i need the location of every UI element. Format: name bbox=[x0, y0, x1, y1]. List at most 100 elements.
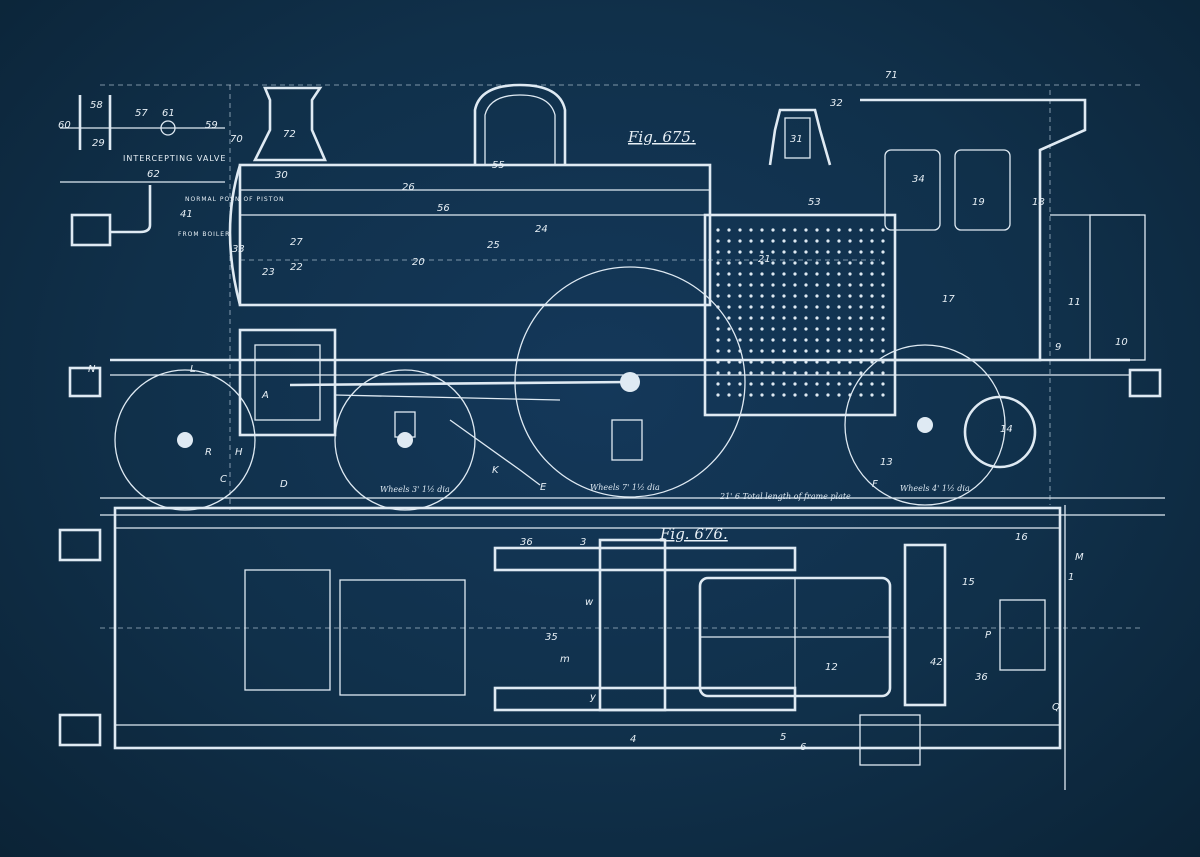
firebox-stay-dot bbox=[870, 294, 874, 298]
part-label: 21 bbox=[758, 254, 771, 265]
part-label: 58 bbox=[90, 100, 103, 111]
firebox-stay-dot bbox=[760, 393, 764, 397]
front-wheels-dimension: Wheels 3' 1½ dia bbox=[380, 485, 450, 494]
firebox-stay-dot bbox=[870, 228, 874, 232]
part-label: 10 bbox=[1115, 337, 1128, 348]
firebox-stay-dot bbox=[826, 327, 830, 331]
part-label: 1 bbox=[1068, 572, 1074, 583]
firebox-stay-dot bbox=[804, 338, 808, 342]
firebox-stay-dot bbox=[782, 327, 786, 331]
firebox-stay-dot bbox=[727, 393, 731, 397]
part-label: H bbox=[235, 447, 243, 458]
part-label: 26 bbox=[402, 182, 415, 193]
firebox-stay-dot bbox=[837, 305, 841, 309]
part-label: R bbox=[205, 447, 212, 458]
firebox-stay-dot bbox=[826, 294, 830, 298]
part-label: y bbox=[589, 692, 597, 703]
firebox-stay-dot bbox=[716, 283, 720, 287]
part-label: 4 bbox=[630, 734, 636, 745]
part-label: 23 bbox=[262, 267, 275, 278]
part-label: 42 bbox=[930, 657, 943, 668]
firebox-stay-dot bbox=[837, 272, 841, 276]
firebox-stay-dot bbox=[881, 327, 885, 331]
firebox-stay-dot bbox=[793, 338, 797, 342]
firebox-stay-dot bbox=[859, 261, 863, 265]
firebox-stay-dot bbox=[793, 393, 797, 397]
firebox-stay-dot bbox=[793, 283, 797, 287]
part-label: 14 bbox=[1000, 424, 1013, 435]
firebox-stay-dot bbox=[771, 338, 775, 342]
firebox-stay-dot bbox=[859, 294, 863, 298]
part-label: 32 bbox=[830, 98, 843, 109]
firebox-stay-dot bbox=[782, 316, 786, 320]
firebox-stay-dot bbox=[837, 371, 841, 375]
firebox-stay-dot bbox=[870, 316, 874, 320]
firebox-stay-dot bbox=[826, 338, 830, 342]
firebox-stay-dot bbox=[881, 228, 885, 232]
firebox-stay-dot bbox=[716, 316, 720, 320]
firebox-stay-dot bbox=[826, 305, 830, 309]
part-label: D bbox=[280, 479, 288, 490]
firebox-stay-dot bbox=[870, 327, 874, 331]
firebox-stay-dot bbox=[782, 393, 786, 397]
firebox-stay-dot bbox=[881, 371, 885, 375]
firebox-stay-dot bbox=[738, 239, 742, 243]
side-elevation bbox=[68, 83, 1165, 511]
part-label: 15 bbox=[962, 577, 975, 588]
firebox-stay-dot bbox=[881, 349, 885, 353]
firebox-stay-dot bbox=[859, 338, 863, 342]
part-label: w bbox=[585, 597, 594, 608]
firebox-stay-dot bbox=[782, 371, 786, 375]
firebox-stay-dot bbox=[716, 228, 720, 232]
firebox-stay-dot bbox=[760, 382, 764, 386]
firebox-stay-dot bbox=[815, 382, 819, 386]
part-label: m bbox=[560, 654, 570, 665]
firebox-stay-dot bbox=[826, 371, 830, 375]
part-label: 24 bbox=[535, 224, 548, 235]
firebox-stay-dot bbox=[859, 250, 863, 254]
firebox-stay-dot bbox=[870, 393, 874, 397]
firebox-stay-dot bbox=[826, 272, 830, 276]
firebox-stay-dot bbox=[848, 250, 852, 254]
firebox-stay-dot bbox=[804, 228, 808, 232]
firebox-stay-dot bbox=[837, 294, 841, 298]
firebox-stay-dot bbox=[826, 261, 830, 265]
part-label: N bbox=[88, 364, 96, 375]
part-label: 60 bbox=[58, 120, 71, 131]
firebox-stay-dot bbox=[749, 371, 753, 375]
firebox-stay-dot bbox=[782, 294, 786, 298]
firebox-stay-dot bbox=[881, 316, 885, 320]
part-label: 17 bbox=[942, 294, 955, 305]
part-label: 61 bbox=[162, 108, 175, 119]
firebox-stay-dot bbox=[760, 349, 764, 353]
firebox-stay-dot bbox=[837, 316, 841, 320]
firebox-stay-dot bbox=[826, 283, 830, 287]
firebox-stay-dot bbox=[782, 305, 786, 309]
frame-length-dimension: 21' 6 Total length of frame plate bbox=[719, 492, 851, 501]
firebox-stay-dot bbox=[716, 294, 720, 298]
part-label: 22 bbox=[290, 262, 303, 273]
firebox-stay-dot bbox=[793, 327, 797, 331]
part-label: P bbox=[985, 630, 992, 641]
firebox-stay-dot bbox=[881, 239, 885, 243]
firebox-stay-dot bbox=[727, 327, 731, 331]
driving-wheels-dimension: Wheels 7' 1½ dia bbox=[590, 483, 660, 492]
firebox-stay-dot bbox=[859, 239, 863, 243]
firebox-stay-dot bbox=[804, 294, 808, 298]
firebox-stay-dot bbox=[870, 371, 874, 375]
figure-676-caption: Fig. 676. bbox=[659, 525, 728, 543]
firebox-stay-dot bbox=[727, 239, 731, 243]
part-label: A bbox=[261, 390, 269, 401]
firebox-stay-dot bbox=[804, 239, 808, 243]
firebox-stay-dot bbox=[771, 382, 775, 386]
firebox-stay-dot bbox=[848, 228, 852, 232]
firebox-stay-dot bbox=[804, 283, 808, 287]
firebox-stay-dot bbox=[760, 371, 764, 375]
firebox-stay-dot bbox=[870, 272, 874, 276]
firebox-stay-dot bbox=[881, 305, 885, 309]
firebox-stay-dot bbox=[793, 349, 797, 353]
firebox-stay-dot bbox=[760, 316, 764, 320]
firebox-stay-dot bbox=[782, 338, 786, 342]
